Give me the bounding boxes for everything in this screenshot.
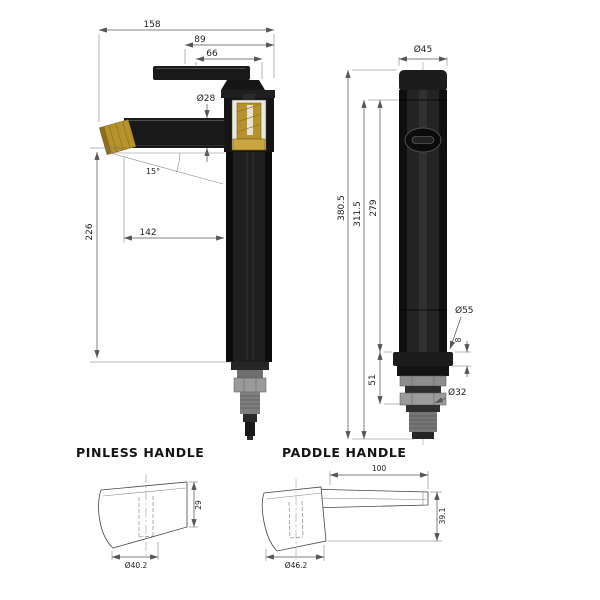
dim-pinless-height: 29 xyxy=(189,481,203,528)
cartridge-screw xyxy=(243,94,255,100)
pinless-handle-shape xyxy=(98,481,188,549)
dim-paddle-diameter: Ø46.2 xyxy=(265,545,325,570)
dim-label-spout-diameter: Ø28 xyxy=(197,93,216,104)
dim-label-thread-diameter: Ø32 xyxy=(448,387,467,398)
base-step xyxy=(397,366,449,376)
dim-paddle-length: 100 xyxy=(329,464,429,489)
cartridge-nut xyxy=(232,138,266,151)
dim-label-pinless-diameter: Ø40.2 xyxy=(125,561,148,570)
handle-knob-slot xyxy=(411,136,435,144)
dim-label-body-height: 279 xyxy=(369,199,379,216)
paddle-handle-base xyxy=(261,486,327,552)
body-edge-left xyxy=(226,152,233,362)
dim-spout-angle: 15° xyxy=(109,152,225,185)
dim-label-handle-length: 66 xyxy=(206,49,218,59)
dim-label-spout-angle: 15° xyxy=(146,167,160,176)
pinless-handle-title: PINLESS HANDLE xyxy=(76,445,204,460)
paddle-handle-detail: PADDLE HANDLE 100 39.1 Ø46.2 xyxy=(261,445,447,570)
dim-label-upper-height: 311.5 xyxy=(353,201,363,227)
handle-dome xyxy=(221,80,265,90)
front-body-highlight xyxy=(419,90,427,354)
dim-base-diameter: Ø55 xyxy=(449,305,474,350)
side-mounting-hardware xyxy=(231,362,269,440)
dim-base-step: 8 xyxy=(451,337,471,377)
spout-arm xyxy=(124,118,226,148)
side-view: 158 89 66 Ø28 15° 142 xyxy=(85,20,275,440)
dim-label-paddle-diameter: Ø46.2 xyxy=(285,561,308,570)
dim-upper-height: 311.5 xyxy=(353,99,398,440)
dim-label-outlet-height: 226 xyxy=(85,223,95,240)
body-edge-right xyxy=(265,152,272,362)
dim-total-width: 158 xyxy=(98,20,275,122)
lever-handle xyxy=(153,66,250,80)
dim-label-paddle-height: 39.1 xyxy=(438,507,447,524)
dim-outlet-height: 226 xyxy=(85,147,232,363)
cartridge-slot xyxy=(247,105,253,135)
dim-label-base-step: 8 xyxy=(454,337,463,342)
dim-shank-length: 51 xyxy=(368,351,406,405)
lower-body xyxy=(226,152,272,362)
front-mounting-hardware xyxy=(399,375,447,439)
dim-label-top-diameter: Ø45 xyxy=(414,44,433,55)
dim-spout-offset: 89 xyxy=(184,35,275,64)
dim-spout-diameter: Ø28 xyxy=(197,93,216,162)
base-flange xyxy=(393,352,453,366)
top-cap xyxy=(399,70,447,92)
side-view-faucet xyxy=(98,66,275,440)
spout-tip xyxy=(98,119,137,156)
dim-label-shank-length: 51 xyxy=(368,374,378,385)
dim-label-base-diameter: Ø55 xyxy=(455,305,474,316)
dim-thread-diameter: Ø32 xyxy=(434,387,467,404)
dim-top-diameter: Ø45 xyxy=(398,44,448,66)
front-body-edge-left xyxy=(399,90,407,354)
dim-label-paddle-length: 100 xyxy=(372,464,387,473)
dim-label-total-width: 158 xyxy=(143,20,160,30)
front-body-edge-right xyxy=(439,90,447,354)
dim-handle-length: 66 xyxy=(195,49,263,79)
dim-spout-reach: 142 xyxy=(123,158,225,243)
pinless-handle-detail: PINLESS HANDLE 29 Ø40.2 xyxy=(76,445,204,570)
dim-paddle-height: 39.1 xyxy=(328,491,447,542)
dim-label-pinless-height: 29 xyxy=(194,500,203,510)
dim-body-height: 279 xyxy=(369,99,392,353)
paddle-handle-title: PADDLE HANDLE xyxy=(282,445,407,460)
front-view: Ø45 380.5 311.5 279 51 8 xyxy=(337,44,474,445)
dim-label-spout-reach: 142 xyxy=(139,228,156,238)
front-view-faucet xyxy=(393,70,453,439)
dim-label-total-height: 380.5 xyxy=(337,195,347,221)
dim-pinless-diameter: Ø40.2 xyxy=(111,542,159,570)
dim-label-spout-offset: 89 xyxy=(194,35,206,45)
